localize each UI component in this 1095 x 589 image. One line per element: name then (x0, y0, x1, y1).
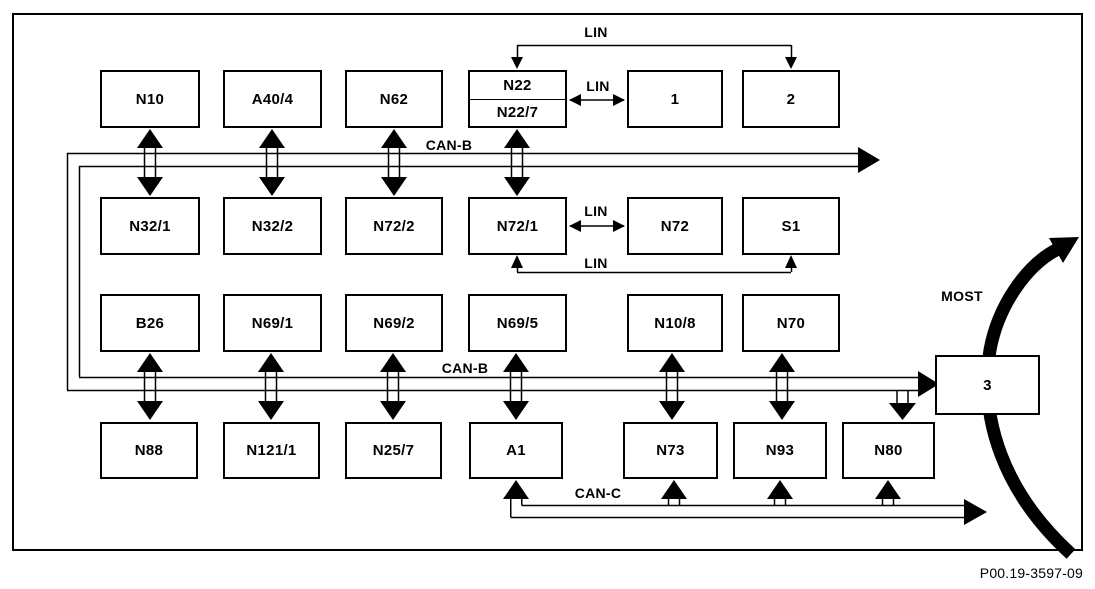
box-n80: N80 (842, 422, 935, 479)
box-n10-8-label: N10/8 (654, 314, 696, 332)
lin-n72-label: LIN (584, 203, 608, 219)
box-n69-1: N69/1 (223, 294, 322, 352)
box-n70-label: N70 (776, 314, 806, 332)
box-lin-device-2: 2 (742, 70, 840, 128)
box-n25-7: N25/7 (345, 422, 442, 479)
box-n80-label: N80 (874, 442, 903, 459)
box-b26: B26 (100, 294, 200, 352)
diagram-frame (12, 13, 1083, 551)
box-lin-device-1: 1 (627, 70, 723, 128)
box-n22-7-label: N22/7 (496, 104, 539, 122)
box-lin-device-1-label: 1 (670, 90, 680, 108)
box-a1: A1 (469, 422, 563, 479)
box-a40-4-label: A40/4 (251, 90, 294, 108)
lin-s1-label: LIN (584, 255, 608, 271)
box-n25-7-label: N25/7 (372, 442, 415, 459)
box-n70: N70 (742, 294, 840, 352)
box-n32-2: N32/2 (223, 197, 322, 255)
box-a40-4: A40/4 (223, 70, 322, 128)
lin-n22-link (569, 94, 625, 106)
can-b-upper-label: CAN-B (425, 137, 473, 153)
box-n88: N88 (100, 422, 198, 479)
box-n10-8: N10/8 (627, 294, 723, 352)
can-c-taps (660, 479, 902, 507)
lin-top-link (511, 44, 797, 69)
box-n72-2-label: N72/2 (373, 217, 415, 235)
box-n72-1-label: N72/1 (496, 217, 539, 235)
box-n69-5-label: N69/5 (496, 314, 539, 332)
box-n32-1: N32/1 (100, 197, 200, 255)
box-n121-1-label: N121/1 (246, 442, 297, 459)
box-n73-label: N73 (656, 442, 685, 459)
lin-s1-link (511, 255, 797, 274)
box-n62-label: N62 (379, 90, 409, 108)
box-b26-label: B26 (135, 314, 165, 332)
box-n72-1: N72/1 (468, 197, 567, 255)
can-b-upper-bus (67, 147, 880, 173)
box-n22-upper: N22 (470, 72, 565, 100)
box-n69-2: N69/2 (345, 294, 443, 352)
box-n32-1-label: N32/1 (129, 217, 171, 235)
box-n72-label: N72 (660, 217, 690, 235)
box-n69-1-label: N69/1 (251, 314, 294, 332)
box-s1: S1 (742, 197, 840, 255)
box-n22-label: N22 (503, 76, 532, 94)
drawing-number-caption: P00.19-3597-09 (979, 565, 1083, 581)
box-n88-label: N88 (134, 442, 164, 459)
can-c-label: CAN-C (574, 485, 622, 501)
box-n121-1: N121/1 (223, 422, 320, 479)
box-s1-label: S1 (781, 217, 801, 235)
lin-n72-link (569, 220, 625, 232)
box-n73: N73 (623, 422, 718, 479)
box-n72: N72 (627, 197, 723, 255)
box-n22-7: N22/7 (470, 100, 565, 127)
box-n32-2-label: N32/2 (251, 217, 294, 235)
box-lin-device-2-label: 2 (786, 90, 796, 108)
can-c-bus (503, 480, 987, 525)
lin-top-label: LIN (584, 24, 608, 40)
box-a1-label: A1 (506, 442, 526, 459)
box-n22: N22 N22/7 (468, 70, 567, 128)
box-n93-label: N93 (765, 442, 795, 459)
lin-n22-label: LIN (586, 78, 610, 94)
box-n93: N93 (733, 422, 827, 479)
box-n10: N10 (100, 70, 200, 128)
box-n62: N62 (345, 70, 443, 128)
box-gateway-3: 3 (935, 355, 1040, 415)
box-gateway-3-label: 3 (983, 376, 992, 394)
box-n69-2-label: N69/2 (373, 314, 415, 332)
can-b-n80-drop (889, 390, 916, 420)
most-label: MOST (941, 288, 983, 304)
box-n10-label: N10 (135, 90, 165, 108)
box-n69-5: N69/5 (468, 294, 567, 352)
box-n72-2: N72/2 (345, 197, 443, 255)
can-b-left-loop (66, 153, 81, 390)
can-b-lower-label: CAN-B (441, 360, 489, 376)
